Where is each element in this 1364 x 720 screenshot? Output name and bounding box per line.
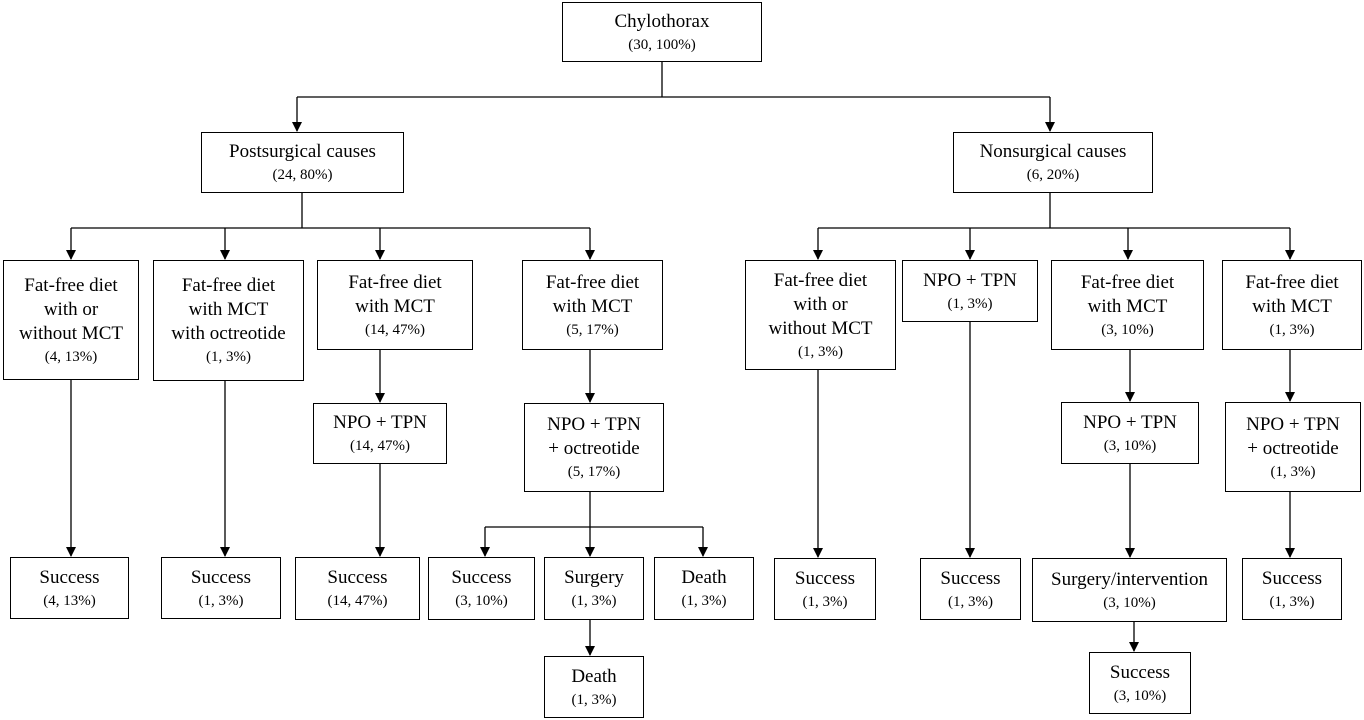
node-count: (1, 3%) <box>948 593 993 610</box>
node-count: (3, 10%) <box>1103 437 1157 454</box>
node-count: (1, 3%) <box>571 691 617 708</box>
node-count: (1, 3%) <box>681 593 727 609</box>
node-t3: Surgery/intervention (3, 10%) <box>1032 558 1227 622</box>
node-n1: Fat-free diet with or without MCT (1, 3%) <box>745 260 896 370</box>
node-count: (1, 3%) <box>198 592 244 609</box>
node-label: Fat-free diet with MCT with octreotide <box>171 275 286 344</box>
node-s4b: Surgery (1, 3%) <box>544 557 644 620</box>
node-s4c: Death (1, 3%) <box>654 557 754 620</box>
node-count: (1, 3%) <box>802 593 848 610</box>
node-label: Fat-free diet with MCT <box>1245 271 1339 317</box>
node-label: Fat-free diet with MCT <box>545 271 640 317</box>
node-p4b: NPO + TPN + octreotide (5, 17%) <box>524 403 664 492</box>
node-label: NPO + TPN <box>333 412 427 433</box>
node-count: (4, 13%) <box>43 592 96 609</box>
node-s2: Success (1, 3%) <box>161 557 281 619</box>
node-t4: Success (1, 3%) <box>1242 558 1342 620</box>
node-n4: Fat-free diet with MCT (1, 3%) <box>1222 260 1362 350</box>
node-count: (1, 3%) <box>1270 463 1316 480</box>
node-label: Fat-free diet with or without MCT <box>768 269 873 339</box>
node-label: Success <box>327 567 388 588</box>
node-count: (6, 20%) <box>1026 167 1080 183</box>
node-s1: Success (4, 13%) <box>10 557 129 619</box>
node-n4b: NPO + TPN + octreotide (1, 3%) <box>1225 402 1361 492</box>
node-label: Success <box>1109 661 1171 683</box>
node-count: (3, 10%) <box>1103 594 1156 611</box>
node-t2: Success (1, 3%) <box>920 558 1021 620</box>
node-label: NPO + TPN + octreotide <box>1246 413 1340 459</box>
node-count: (14, 47%) <box>365 321 425 338</box>
node-s4a: Success (3, 10%) <box>428 557 535 620</box>
node-label: Chylothorax <box>614 10 710 32</box>
node-label: Fat-free diet with or without MCT <box>19 274 123 344</box>
node-n2: NPO + TPN (1, 3%) <box>902 260 1038 322</box>
node-label: Success <box>1261 567 1323 589</box>
node-count: (3, 10%) <box>455 593 508 609</box>
node-count: (3, 10%) <box>1101 321 1154 338</box>
node-label: NPO + TPN + octreotide <box>547 414 641 459</box>
node-p1: Fat-free diet with or without MCT (4, 13%… <box>3 260 139 380</box>
node-count: (5, 17%) <box>567 464 621 480</box>
node-label: Success <box>794 567 856 589</box>
node-label: NPO + TPN <box>923 269 1017 291</box>
node-label: Success <box>190 566 252 588</box>
node-t1: Success (1, 3%) <box>774 558 876 620</box>
node-count: (14, 47%) <box>350 438 410 454</box>
node-label: NPO + TPN <box>1083 411 1177 433</box>
node-label: Death <box>571 665 617 687</box>
node-count: (30, 100%) <box>628 36 696 53</box>
node-p3b: NPO + TPN (14, 47%) <box>313 403 447 464</box>
node-label: Fat-free diet with MCT <box>348 271 442 317</box>
node-label: Success <box>451 567 512 588</box>
node-count: (14, 47%) <box>327 593 388 609</box>
node-s3: Success (14, 47%) <box>295 557 420 620</box>
node-count: (1, 3%) <box>571 593 617 609</box>
node-label: Success <box>940 567 1001 589</box>
node-p4: Fat-free diet with MCT (5, 17%) <box>522 260 663 350</box>
node-t3b: Success (3, 10%) <box>1089 652 1191 714</box>
node-root: Chylothorax (30, 100%) <box>562 2 762 62</box>
node-count: (1, 3%) <box>947 295 993 312</box>
node-label: Surgery/intervention <box>1051 568 1208 590</box>
node-count: (1, 3%) <box>1269 593 1315 610</box>
node-label: Nonsurgical causes <box>979 141 1127 162</box>
node-count: (5, 17%) <box>566 321 619 338</box>
node-non: Nonsurgical causes (6, 20%) <box>953 132 1153 193</box>
node-label: Surgery <box>564 567 624 588</box>
node-count: (1, 3%) <box>798 343 843 360</box>
node-count: (3, 10%) <box>1113 687 1167 704</box>
node-label: Death <box>681 567 727 588</box>
node-count: (1, 3%) <box>206 349 251 365</box>
node-label: Postsurgical causes <box>229 141 376 162</box>
node-n3: Fat-free diet with MCT (3, 10%) <box>1051 260 1204 350</box>
node-label: Success <box>39 566 100 588</box>
node-p3: Fat-free diet with MCT (14, 47%) <box>317 260 473 350</box>
node-count: (1, 3%) <box>1269 321 1315 338</box>
node-s4d: Death (1, 3%) <box>544 656 644 718</box>
node-post: Postsurgical causes (24, 80%) <box>201 132 404 193</box>
node-p2: Fat-free diet with MCT with octreotide (1… <box>153 260 304 381</box>
node-count: (24, 80%) <box>272 167 333 183</box>
node-label: Fat-free diet with MCT <box>1080 271 1175 317</box>
node-n3b: NPO + TPN (3, 10%) <box>1061 402 1199 464</box>
node-count: (4, 13%) <box>44 348 98 365</box>
